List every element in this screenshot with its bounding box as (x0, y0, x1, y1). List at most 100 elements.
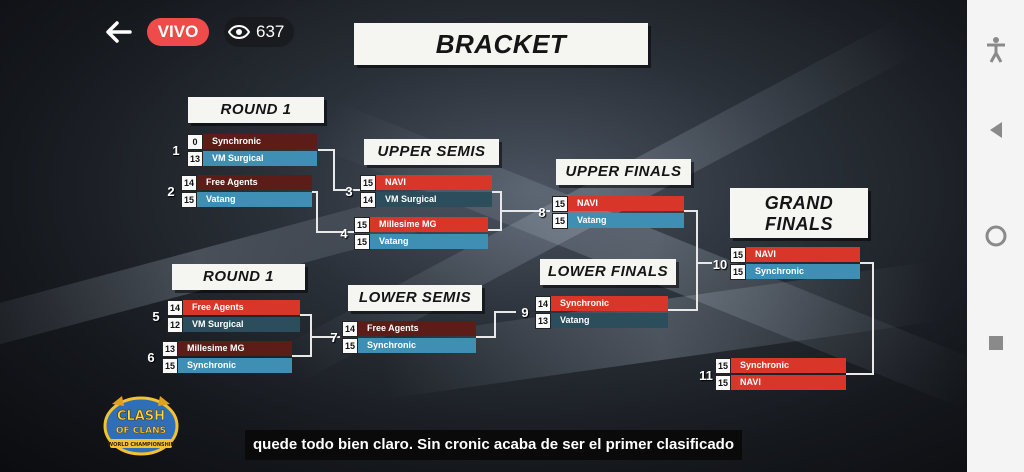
team-name: Millesime MG (178, 341, 292, 356)
grand-finals-title-line1: GRAND (764, 193, 834, 213)
svg-text:CLASH: CLASH (117, 409, 165, 424)
accessibility-icon (986, 37, 1005, 63)
match-number: 4 (340, 226, 348, 241)
bracket-connector (696, 262, 712, 264)
match-number: 2 (167, 184, 175, 199)
team-name: Millesime MG (370, 217, 488, 232)
bracket-connector (310, 314, 312, 357)
team-score: 15 (354, 233, 370, 250)
team-score: 14 (342, 320, 358, 337)
match-number: 7 (330, 330, 338, 345)
bracket-connector (333, 189, 360, 191)
nav-back-button[interactable] (967, 120, 1024, 145)
bracket-connector (696, 210, 698, 311)
lower-finals-title: LOWER FINALS (540, 259, 676, 285)
team-score: 13 (162, 340, 178, 357)
team-name: NAVI (376, 175, 492, 190)
team-name: Synchronic (731, 358, 846, 373)
team-score: 12 (167, 316, 183, 333)
team-score: 15 (552, 212, 568, 229)
match-number: 10 (712, 257, 728, 272)
svg-text:WORLD CHAMPIONSHIP: WORLD CHAMPIONSHIP (108, 442, 175, 448)
team-name: NAVI (731, 375, 846, 390)
bracket-connector (333, 149, 335, 191)
arrow-left-icon (106, 21, 132, 43)
match-number: 11 (699, 368, 713, 383)
bracket-title: BRACKET (354, 23, 648, 65)
bracket-connector (872, 262, 874, 375)
team-score: 14 (360, 191, 376, 208)
match-number: 9 (521, 305, 529, 320)
team-name: NAVI (568, 196, 684, 211)
team-score: 15 (162, 357, 178, 374)
team-score: 15 (715, 357, 731, 374)
team-score: 15 (715, 374, 731, 391)
grand-finals-title: GRAND FINALS (730, 188, 868, 238)
bracket-connector (316, 191, 318, 232)
team-name: Free Agents (183, 300, 300, 315)
recents-square-icon (988, 336, 1003, 350)
viewer-count: 637 (224, 17, 295, 47)
team-score: 13 (187, 150, 203, 167)
bracket-connector (488, 229, 502, 231)
team-score: 14 (535, 295, 551, 312)
upper-semis-title: UPPER SEMIS (364, 139, 499, 165)
navigation-bar (967, 0, 1024, 472)
team-name: Synchronic (746, 264, 860, 279)
team-score: 13 (535, 312, 551, 329)
nav-home-button[interactable] (967, 224, 1024, 253)
accessibility-button[interactable] (967, 36, 1024, 69)
team-score: 15 (360, 174, 376, 191)
team-name: Synchronic (358, 338, 476, 353)
video-stage[interactable]: VIVO 637 BRACKET ROUND 1 ROUND 1 UPPER S… (0, 0, 967, 472)
back-button[interactable] (102, 16, 136, 48)
bracket-connector (684, 210, 698, 212)
nav-recents-button[interactable] (967, 334, 1024, 357)
team-name: Vatang (370, 234, 488, 249)
match-number: 5 (152, 309, 160, 324)
team-score: 15 (342, 337, 358, 354)
bracket-connector (310, 336, 340, 338)
team-name: Free Agents (197, 175, 312, 190)
clash-of-clans-logo: CLASH OF CLANS WORLD CHAMPIONSHIP (103, 396, 179, 456)
home-circle-icon (985, 225, 1006, 247)
team-name: VM Surgical (183, 317, 300, 332)
bracket-connector (846, 373, 874, 375)
team-name: Free Agents (358, 321, 476, 336)
match-number: 3 (345, 184, 353, 199)
team-score: 15 (354, 216, 370, 233)
team-score: 14 (181, 174, 197, 191)
bracket-connector (500, 210, 550, 212)
live-badge: VIVO (147, 18, 209, 46)
grand-finals-title-line2: FINALS (765, 214, 833, 234)
team-name: VM Surgical (203, 151, 317, 166)
team-score: 15 (552, 195, 568, 212)
match-number: 6 (147, 350, 155, 365)
bracket-connector (668, 309, 698, 311)
lower-semis-title: LOWER SEMIS (348, 285, 482, 311)
team-name: Synchronic (178, 358, 292, 373)
team-name: Vatang (568, 213, 684, 228)
viewer-count-value: 637 (256, 22, 285, 41)
bracket-connector (860, 262, 874, 264)
svg-text:OF CLANS: OF CLANS (116, 426, 166, 436)
team-score: 15 (730, 246, 746, 263)
bracket-connector (494, 311, 496, 338)
match-number: 8 (538, 205, 546, 220)
